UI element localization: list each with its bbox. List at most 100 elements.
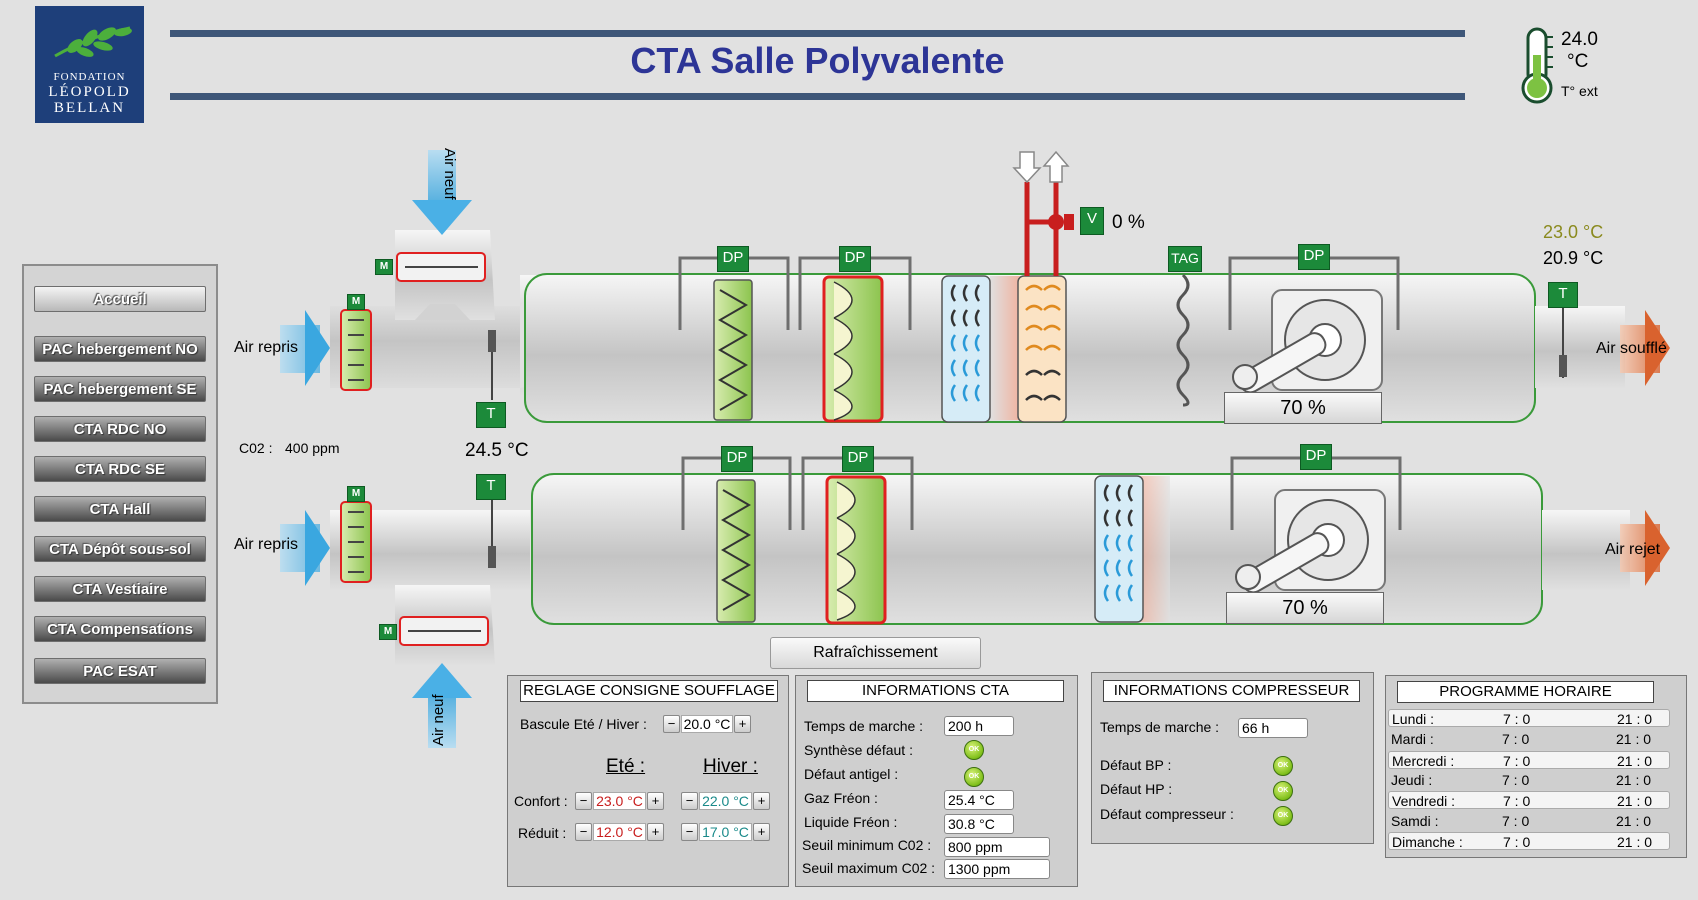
nav-cta-compensations-button[interactable]: CTA Compensations	[34, 616, 206, 642]
seuil-min-co2-value[interactable]: 800 ppm	[944, 837, 1050, 857]
info-cta-title: INFORMATIONS CTA	[807, 680, 1064, 702]
schedule-day: Mercredi :	[1392, 753, 1455, 769]
navigation-panel: Accueil PAC hebergement NO PAC hebergeme…	[22, 264, 218, 704]
defaut-compresseur-label: Défaut compresseur :	[1100, 806, 1234, 822]
confort-hiver-value[interactable]: 22.0 °C	[699, 792, 752, 810]
nav-pac-hebergement-se-button[interactable]: PAC hebergement SE	[34, 376, 206, 402]
seuil-max-co2-value[interactable]: 1300 ppm	[944, 859, 1050, 879]
schedule-end: 21 : 0	[1617, 793, 1653, 809]
confort-ete-value[interactable]: 23.0 °C	[593, 792, 646, 810]
bascule-value[interactable]: 20.0 °C	[681, 715, 733, 733]
reduit-ete-increase-button[interactable]: +	[647, 823, 664, 841]
schedule-end: 21 : 0	[1616, 731, 1652, 747]
schedule-day: Samdi :	[1391, 813, 1439, 829]
bascule-label: Bascule Eté / Hiver :	[520, 716, 647, 732]
hiver-heading: Hiver :	[703, 756, 758, 777]
confort-ete-decrease-button[interactable]: −	[575, 792, 592, 810]
cta-temps-value: 200 h	[944, 716, 1014, 736]
reduit-hiver-increase-button[interactable]: +	[753, 823, 770, 841]
confort-label: Confort :	[514, 793, 568, 809]
comp-temps-label: Temps de marche :	[1100, 719, 1220, 735]
dp-tag[interactable]: DP	[721, 446, 753, 472]
logo-line-1: FONDATION	[53, 71, 126, 83]
schedule-start: 7 : 0	[1502, 772, 1530, 788]
schedule-row[interactable]: Vendredi : 7 : 0 21 : 0	[1388, 791, 1670, 809]
synthese-defaut-ok-icon: OK	[964, 740, 984, 760]
reduit-hiver-value[interactable]: 17.0 °C	[699, 823, 752, 841]
antigel-defaut-ok-icon: OK	[964, 767, 984, 787]
air-repris-bottom-label: Air repris	[234, 536, 299, 553]
schedule-end: 21 : 0	[1616, 772, 1652, 788]
schedule-row[interactable]: Lundi : 7 : 0 21 : 0	[1388, 709, 1670, 727]
thermometer-icon	[1521, 27, 1553, 104]
info-compresseur-panel: INFORMATIONS COMPRESSEUR Temps de marche…	[1091, 672, 1374, 844]
fondation-logo: FONDATION LÉOPOLD BELLAN	[35, 6, 144, 123]
dp-tag[interactable]: DP	[1300, 444, 1332, 470]
damper-motor-tag[interactable]: M	[375, 259, 393, 275]
antigel-defaut-label: Défaut antigel :	[804, 766, 899, 782]
valve-tag[interactable]: V	[1080, 207, 1104, 235]
bascule-decrease-button[interactable]: −	[663, 715, 680, 733]
co2-value: 400 ppm	[285, 440, 340, 456]
bascule-increase-button[interactable]: +	[734, 715, 751, 733]
reduit-hiver-decrease-button[interactable]: −	[681, 823, 698, 841]
nav-accueil-button[interactable]: Accueil	[34, 286, 206, 312]
nav-cta-rdc-no-button[interactable]: CTA RDC NO	[34, 416, 206, 442]
schedule-end: 21 : 0	[1617, 711, 1653, 727]
schedule-start: 7 : 0	[1503, 793, 1531, 809]
defaut-compresseur-ok-icon: OK	[1273, 806, 1293, 826]
nav-cta-rdc-se-button[interactable]: CTA RDC SE	[34, 456, 206, 482]
valve-pct-value: 0 %	[1112, 212, 1145, 233]
reduit-ete-decrease-button[interactable]: −	[575, 823, 592, 841]
confort-hiver-increase-button[interactable]: +	[753, 792, 770, 810]
damper-motor-tag[interactable]: M	[347, 486, 365, 502]
schedule-start: 7 : 0	[1503, 834, 1531, 850]
comp-temps-value: 66 h	[1238, 718, 1308, 738]
nav-pac-hebergement-no-button[interactable]: PAC hebergement NO	[34, 336, 206, 362]
schedule-start: 7 : 0	[1503, 711, 1531, 727]
schedule-day: Lundi :	[1392, 711, 1435, 727]
schedule-day: Vendredi :	[1392, 793, 1456, 809]
confort-hiver-decrease-button[interactable]: −	[681, 792, 698, 810]
supply-temp-value: 20.9 °C	[1543, 248, 1604, 268]
nav-pac-esat-button[interactable]: PAC ESAT	[34, 658, 206, 684]
defaut-bp-ok-icon: OK	[1273, 756, 1293, 776]
damper-motor-tag[interactable]: M	[347, 294, 365, 310]
dp-tag[interactable]: DP	[842, 446, 874, 472]
schedule-end: 21 : 0	[1617, 753, 1653, 769]
ext-temp-value: 24.0	[1561, 29, 1598, 50]
logo-line-2: LÉOPOLD	[48, 84, 131, 100]
temp-probe-tag[interactable]: T	[1548, 282, 1578, 308]
mode-rafraichissement-button[interactable]: Rafraîchissement	[770, 637, 981, 669]
dp-tag[interactable]: DP	[717, 246, 749, 272]
schedule-day: Jeudi :	[1391, 772, 1433, 788]
seuil-min-co2-label: Seuil minimum C02 :	[802, 837, 932, 853]
dp-tag[interactable]: DP	[839, 246, 871, 272]
reduit-ete-value[interactable]: 12.0 °C	[593, 823, 646, 841]
defaut-bp-label: Défaut BP :	[1100, 757, 1172, 773]
nav-cta-depot-button[interactable]: CTA Dépôt sous-sol	[34, 536, 206, 562]
page-title: CTA Salle Polyvalente	[630, 40, 1005, 81]
mix-temp-value: 24.5 °C	[465, 440, 529, 461]
schedule-start: 7 : 0	[1502, 731, 1530, 747]
nav-cta-vestiaire-button[interactable]: CTA Vestiaire	[34, 576, 206, 602]
dp-tag[interactable]: DP	[1298, 244, 1330, 270]
schedule-end: 21 : 0	[1617, 834, 1653, 850]
consigne-title: REGLAGE CONSIGNE SOUFFLAGE	[520, 680, 778, 702]
ext-temp-unit: °C	[1567, 51, 1589, 72]
nav-cta-hall-button[interactable]: CTA Hall	[34, 496, 206, 522]
temp-probe-tag[interactable]: T	[476, 402, 506, 428]
gaz-freon-label: Gaz Fréon :	[804, 790, 878, 806]
header-bar-top	[170, 30, 1465, 37]
damper-motor-tag[interactable]: M	[379, 624, 397, 640]
confort-ete-increase-button[interactable]: +	[647, 792, 664, 810]
tag-humidifier-tag[interactable]: TAG	[1168, 246, 1202, 272]
schedule-row[interactable]: Jeudi : 7 : 0 21 : 0	[1388, 771, 1670, 789]
ext-temp-label: T° ext	[1561, 83, 1598, 99]
temp-probe-tag[interactable]: T	[476, 474, 506, 500]
